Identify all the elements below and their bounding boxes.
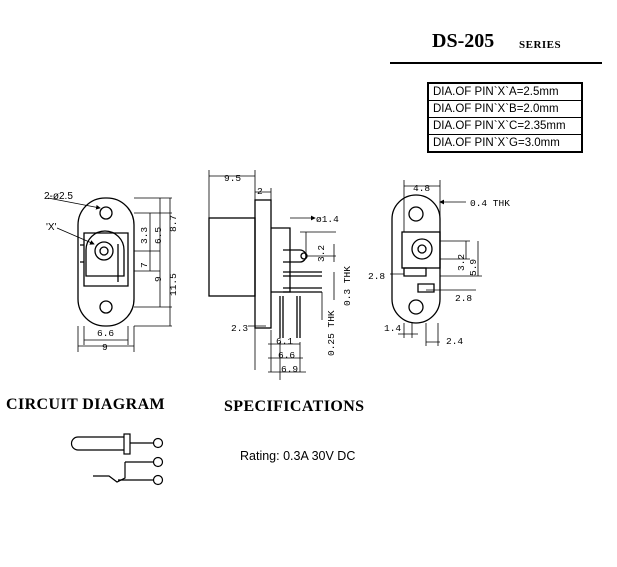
dim-front-6.5: 6.5 — [153, 227, 164, 244]
dim-rear-3.2: 3.2 — [456, 254, 467, 271]
rear-lug-a — [403, 267, 427, 277]
rear-hole-top — [408, 206, 424, 222]
pin-collar-symbol — [123, 433, 131, 455]
pin-table-cell: DIA.OF PIN`X`C=2.35mm — [427, 117, 583, 135]
rear-body-block — [401, 231, 441, 269]
pin-table-row: DIA.OF PIN`X`G=3.0mm — [427, 134, 583, 153]
pin-diameter-table: DIA.OF PIN`X`A=2.5mm DIA.OF PIN`X`B=2.0m… — [427, 82, 583, 153]
dim-side-9.5: 9.5 — [224, 173, 241, 184]
rear-hole-bottom — [408, 299, 424, 315]
dim-rear-2.4: 2.4 — [446, 336, 463, 347]
dim-side-0.3-thk: 0.3 THK — [342, 266, 353, 306]
terminal-switch — [152, 474, 164, 486]
center-pin-outer — [94, 241, 114, 261]
side-lug-lower — [283, 287, 322, 293]
terminal-sleeve — [152, 456, 164, 468]
series-label: SERIES — [519, 39, 562, 51]
dim-front-9-width: 9 — [102, 342, 108, 353]
rear-center-outer — [411, 238, 433, 260]
center-pin-inner — [99, 246, 109, 256]
front-view — [77, 197, 135, 327]
side-center-lug — [283, 249, 307, 263]
front-dimensions — [47, 197, 172, 352]
dim-rear-0.4-thk: 0.4 THK — [470, 198, 510, 209]
dim-side-6.9: 6.9 — [281, 364, 298, 375]
side-pin-leg-a — [279, 296, 284, 338]
dim-front-7: 7 — [139, 262, 150, 268]
mount-hole-bottom — [99, 300, 113, 314]
rating-text: Rating: 0.3A 30V DC — [240, 449, 356, 463]
circuit-symbol — [70, 433, 164, 486]
dim-rear-2.8-right: 2.8 — [455, 293, 472, 304]
title-underline — [390, 62, 602, 64]
side-dimensions — [208, 170, 336, 380]
rear-flange-outline — [391, 194, 441, 324]
side-lug-upper — [283, 271, 322, 277]
dim-front-8.7: 8.7 — [168, 215, 179, 232]
terminal-pin — [152, 437, 164, 449]
mount-hole-top — [99, 206, 113, 220]
dim-front-6.6: 6.6 — [97, 328, 114, 339]
dim-front-3.3: 3.3 — [139, 227, 150, 244]
side-pin-leg-b — [296, 296, 301, 338]
rear-view — [391, 194, 441, 324]
dim-side-6.1: 6.1 — [276, 336, 293, 347]
dim-side-6.6: 6.6 — [278, 350, 295, 361]
part-number-title: DS-205 — [432, 30, 495, 52]
pin-table-row: DIA.OF PIN`X`C=2.35mm — [427, 117, 583, 135]
pin-table-cell: DIA.OF PIN`X`G=3.0mm — [427, 134, 583, 153]
socket-opening — [85, 230, 125, 277]
dim-rear-5.9: 5.9 — [468, 259, 479, 276]
dim-side-0.25-thk: 0.25 THK — [326, 310, 337, 356]
circuit-diagram-heading: CIRCUIT DIAGRAM — [6, 396, 166, 413]
side-view — [208, 199, 322, 338]
rear-lug-b — [417, 283, 435, 293]
dim-rear-1.4: 1.4 — [384, 323, 401, 334]
dim-side-2: 2 — [257, 186, 263, 197]
center-pin-symbol — [70, 436, 124, 451]
dim-side-2.3: 2.3 — [231, 323, 248, 334]
side-flange — [254, 199, 272, 329]
dim-front-11.5: 11.5 — [168, 273, 179, 296]
dim-side-3.2: 3.2 — [316, 245, 327, 262]
dim-rear-2.8-left: 2.8 — [368, 271, 385, 282]
dim-front-9: 9 — [153, 276, 164, 282]
pin-x-callout: 'X' — [46, 222, 57, 233]
rear-center-inner — [417, 244, 427, 254]
specifications-heading: SPECIFICATIONS — [224, 398, 365, 415]
rear-dimensions — [390, 180, 482, 346]
side-rear-block — [271, 227, 291, 293]
hole-callout: 2-ø2.5 — [44, 191, 73, 202]
dim-rear-4.8: 4.8 — [413, 183, 430, 194]
switch-contact — [93, 462, 126, 483]
dim-side-pin-dia: ø1.4 — [316, 214, 339, 225]
front-flange-outline — [77, 197, 135, 327]
side-body — [208, 217, 256, 297]
side-notch — [80, 244, 84, 263]
